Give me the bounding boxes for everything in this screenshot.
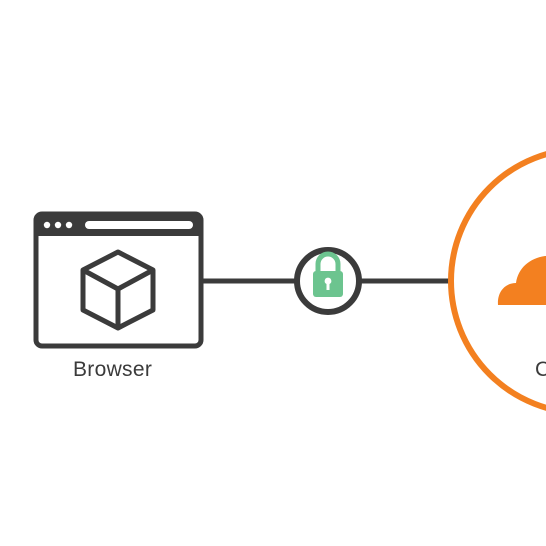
cloud-label: C	[535, 358, 546, 381]
browser-window-icon	[33, 211, 204, 349]
cube-icon	[80, 249, 156, 331]
lock-icon	[294, 247, 362, 315]
cloud-node	[448, 151, 546, 411]
cloud-icon	[497, 256, 546, 305]
browser-label: Browser	[73, 358, 153, 381]
